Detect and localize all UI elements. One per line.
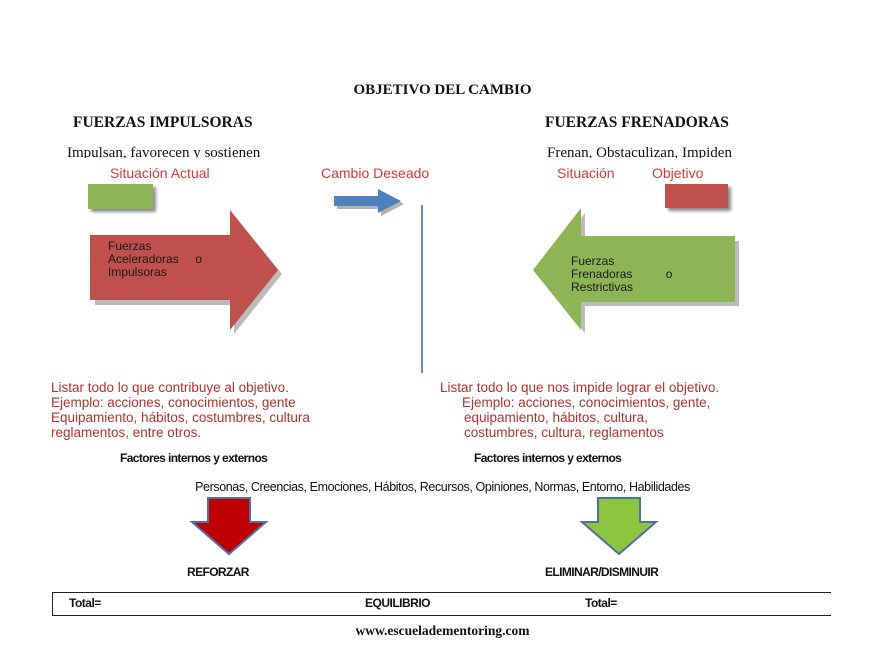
factors-line: Personas, Creencias, Emociones, Hábitos,… <box>195 480 690 494</box>
right-factors: Factores internos y externos <box>474 451 622 465</box>
driving-forces-text: Fuerzas Aceleradoras o Impulsoras <box>108 240 202 279</box>
center-divider <box>421 205 423 373</box>
objetivo-label: Objetivo <box>652 165 704 181</box>
list-line: Listar todo lo que nos impide lograr el … <box>440 380 720 395</box>
arrow-text-line: Fuerzas <box>108 239 152 253</box>
desired-change-arrow <box>334 189 404 216</box>
list-line: costumbres, cultura, reglamentos <box>464 425 664 440</box>
current-situation-box <box>88 184 153 209</box>
cambio-deseado-label: Cambio Deseado <box>321 165 430 181</box>
page-title: OBJETIVO DEL CAMBIO <box>353 82 532 98</box>
equilibrium-label: EQUILIBRIO <box>365 596 431 610</box>
list-line: Equipamiento, hábitos, costumbres, cultu… <box>51 410 310 425</box>
list-line: Ejemplo: acciones, conocimientos, gente <box>51 395 296 410</box>
left-factors: Factores internos y externos <box>120 451 268 465</box>
footer-url: www.escueladementoring.com <box>355 623 530 638</box>
reduce-down-arrow <box>579 497 659 556</box>
right-total: Total= <box>585 596 617 610</box>
reinforce-down-arrow <box>189 497 269 556</box>
eliminar-label: ELIMINAR/DISMINUIR <box>545 565 659 579</box>
left-heading: FUERZAS IMPULSORAS <box>73 114 253 131</box>
right-subtitle: Frenan, Obstaculizan, Impiden <box>547 145 732 158</box>
situacion-label: Situación <box>557 165 615 181</box>
list-line: Listar todo lo que contribuye al objetiv… <box>51 380 289 395</box>
left-total: Total= <box>69 596 101 610</box>
list-line: Ejemplo: acciones, conocimientos, gente, <box>462 395 711 410</box>
arrow-text-line: Frenadoras o <box>571 267 673 281</box>
arrow-text-line: Restrictivas <box>571 280 634 294</box>
left-subtitle: Impulsan, favorecen y sostienen <box>67 145 261 158</box>
left-list: Listar todo lo que contribuye al objetiv… <box>51 380 310 440</box>
restraining-forces-text: Fuerzas Frenadoras o Restrictivas <box>571 255 672 293</box>
situacion-actual-label: Situación Actual <box>110 165 210 181</box>
arrow-text-line: Aceleradoras o <box>108 252 203 266</box>
arrow-text-line: Impulsoras <box>108 265 167 279</box>
list-line: reglamentos, entre otros. <box>51 425 202 440</box>
right-list: Listar todo lo que nos impide lograr el … <box>440 380 719 440</box>
right-heading: FUERZAS FRENADORAS <box>545 114 729 131</box>
objective-box <box>665 184 728 208</box>
list-line: equipamiento, hábitos, cultura, <box>464 410 648 425</box>
restraining-forces-arrow <box>533 208 739 333</box>
totals-table: Total= EQUILIBRIO Total= <box>52 592 831 616</box>
reforzar-label: REFORZAR <box>187 565 249 579</box>
arrow-text-line: Fuerzas <box>571 255 615 268</box>
driving-forces-arrow <box>90 210 282 334</box>
